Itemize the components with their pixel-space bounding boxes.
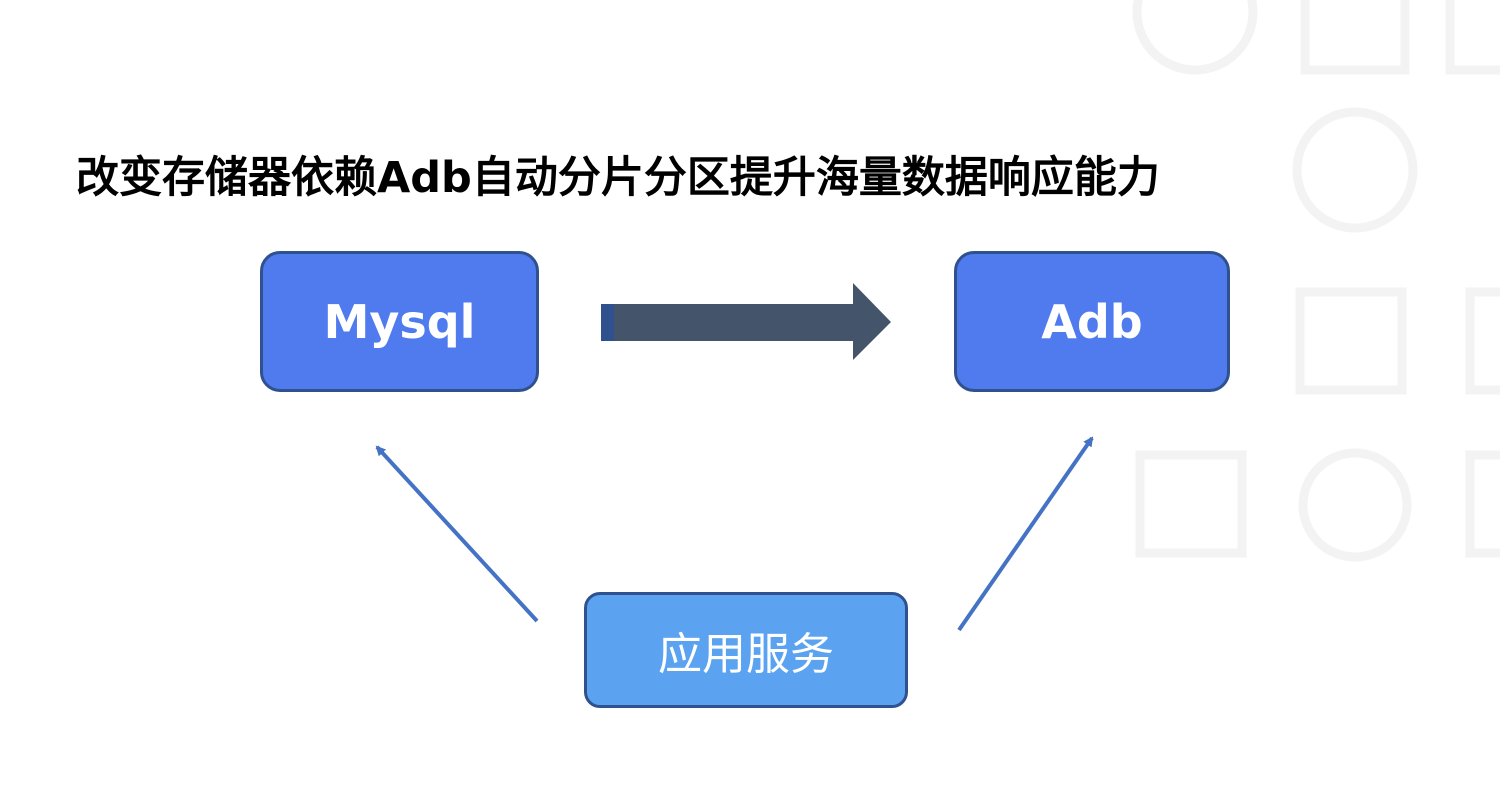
deco-circle	[1132, 0, 1258, 75]
edge-app-to-mysql	[375, 445, 539, 623]
deco-square	[1135, 450, 1247, 558]
block-arrow-icon	[614, 283, 891, 360]
deco-square	[1465, 450, 1500, 558]
node-app-service-label: 应用服务	[658, 629, 834, 680]
edge-app-to-adb	[957, 436, 1094, 632]
deco-square	[1465, 287, 1500, 395]
deco-circle	[1292, 107, 1418, 233]
node-adb: Adb	[954, 251, 1230, 392]
deco-circle	[1298, 448, 1412, 562]
deco-square	[1295, 287, 1407, 395]
node-mysql-label: Mysql	[323, 294, 476, 349]
node-mysql: Mysql	[260, 251, 539, 392]
edge-mysql-to-adb	[601, 283, 891, 360]
block-arrow-tail	[601, 304, 616, 341]
node-app-service: 应用服务	[584, 592, 908, 708]
deco-square	[1445, 0, 1500, 75]
deco-square	[1300, 0, 1410, 75]
node-adb-label: Adb	[1041, 294, 1143, 349]
diagram-title: 改变存储器依赖Adb自动分片分区提升海量数据响应能力	[76, 153, 1160, 203]
